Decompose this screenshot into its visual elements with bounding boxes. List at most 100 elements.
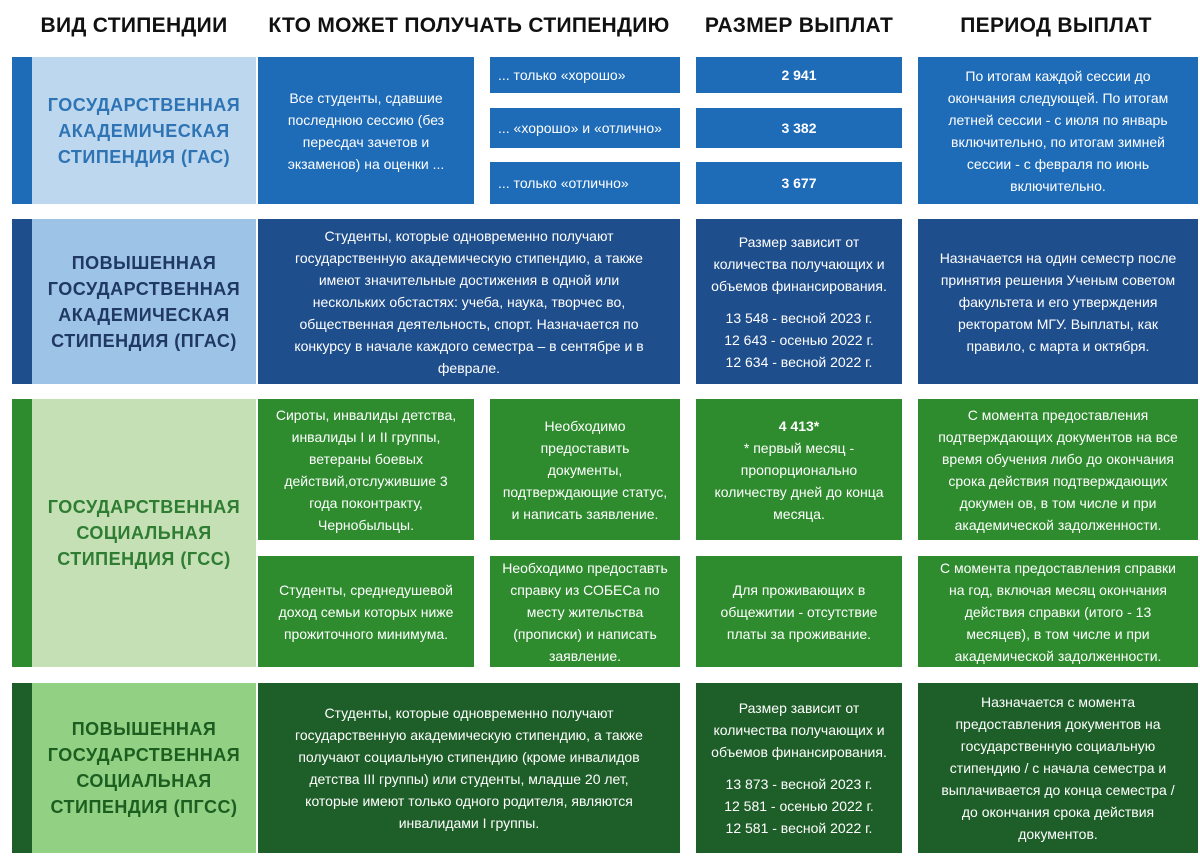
text-line: месяцев), в том числе и при xyxy=(966,625,1150,642)
text-line: количества получающих и xyxy=(713,255,885,272)
text-line: Размер зависит от xyxy=(738,233,860,250)
text-line: месяца. xyxy=(773,505,825,522)
text-line: академической задолженности. xyxy=(954,647,1162,664)
text-line: последнюю сессию (без xyxy=(287,111,445,128)
amount-value: 12 643 - осенью 2022 г. xyxy=(724,331,874,348)
pgas-amount: Размер зависит от количества получающих … xyxy=(696,219,902,384)
pgas-label-line: СТИПЕНДИЯ (ПГАС) xyxy=(51,330,237,351)
text-line: инвалиды I и II группы, xyxy=(291,428,441,445)
text-line: академической задолженности. xyxy=(954,516,1162,533)
grade-text: ... только «отлично» xyxy=(498,175,629,191)
pgss-label-line: ПОВЫШЕННАЯ xyxy=(71,719,217,739)
gss-row2-who: Студенты, среднедушевой доход семьи кото… xyxy=(258,556,474,667)
text-line: Размер зависит от xyxy=(738,700,860,716)
gss-label-line: ГОСУДАРСТВЕННАЯ xyxy=(47,497,241,517)
gss-row1-docs: Необходимо предоставить документы, подтв… xyxy=(490,399,680,540)
text-line: действия справки (итого - 13 xyxy=(964,603,1152,620)
gss-label-line: СОЦИАЛЬНАЯ xyxy=(76,523,212,543)
text-line: детства III группы) или студенты, младше… xyxy=(309,771,629,787)
text-line: Для проживающих в xyxy=(732,581,866,598)
text-line: включительно. xyxy=(1010,177,1106,194)
text-line: экзаменов) на оценки ... xyxy=(287,155,445,172)
text-line: заявление. xyxy=(548,647,622,664)
text-line: Необходимо предоставть xyxy=(502,559,668,576)
text-line: Сироты, инвалиды детства, xyxy=(275,406,457,423)
text-line: срока действия подтверждающих xyxy=(948,472,1168,489)
gss-row1-period: С момента предоставления подтверждающих … xyxy=(918,399,1198,540)
amount-value: 13 873 - весной 2023 г. xyxy=(725,776,873,792)
text-line: Назначается с момента xyxy=(981,694,1135,710)
pgss-label: ПОВЫШЕННАЯ ГОСУДАРСТВЕННАЯ СОЦИАЛЬНАЯ СТ… xyxy=(32,683,256,853)
amount-value: 13 548 - весной 2023 г. xyxy=(725,309,873,326)
amount-value: 4 413* xyxy=(778,417,820,434)
grade-text: ... «хорошо» и «отлично» xyxy=(498,120,662,136)
text-line: правило, с марта и октября. xyxy=(966,337,1150,354)
header-period: ПЕРИОД ВЫПЛАТ xyxy=(960,14,1152,37)
text-line: время обучения либо до окончания xyxy=(941,450,1175,467)
pgss-amount: Размер зависит от количества получающих … xyxy=(696,683,902,853)
text-line: докумен ов, в том числе и при xyxy=(959,494,1157,511)
text-line: получают социальную стипендию (кроме инв… xyxy=(298,749,640,765)
text-line: до окончания срока действия xyxy=(961,804,1155,820)
text-line: нескольких обстастях: учеба, наука, твор… xyxy=(312,293,626,310)
gss-row2-period: С момента предоставления справки на год,… xyxy=(918,556,1198,667)
pgas-who: Студенты, которые одновременно получают … xyxy=(258,219,680,384)
text-line: пересдач зачетов и xyxy=(302,133,430,150)
text-line: платы за проживание. xyxy=(726,625,872,642)
text-line: окончания следующей. По итогам xyxy=(947,89,1169,106)
text-line: и написать заявление. xyxy=(511,505,659,522)
text-line: ректоратом МГУ. Выплаты, как xyxy=(958,315,1158,332)
amount-value: 12 581 - весной 2022 г. xyxy=(725,820,873,836)
text-line: сессии - с февраля по июнь xyxy=(966,155,1150,172)
pgss-label-line: СТИПЕНДИЯ (ПГСС) xyxy=(50,797,238,817)
gas-option-2: ... «хорошо» и «отлично» xyxy=(490,108,680,148)
text-line: конкурсу в начале каждого семестра – в с… xyxy=(294,337,644,354)
gas-who: Все студенты, сдавшие последнюю сессию (… xyxy=(258,57,474,204)
text-line: принятия решения Ученым советом xyxy=(940,271,1176,288)
pgas-strip xyxy=(12,219,32,384)
text-line: которые имеют только одного родителя, яв… xyxy=(305,793,633,809)
pgss-label-line: ГОСУДАРСТВЕННАЯ xyxy=(47,745,241,765)
gss-strip xyxy=(12,399,32,667)
pgas-period: Назначается на один семестр после принят… xyxy=(918,219,1198,384)
text-line: предоставления документов на xyxy=(955,716,1161,732)
text-line: Необходимо xyxy=(544,417,626,434)
text-line: предоставить xyxy=(540,439,630,456)
text-line: С момента предоставления справки xyxy=(940,559,1176,576)
text-line: Студенты, среднедушевой xyxy=(279,581,453,598)
text-line: феврале. xyxy=(437,359,501,376)
text-line: справку из СОБЕСа по xyxy=(510,581,660,598)
pgas-label-line: АКАДЕМИЧЕСКАЯ xyxy=(58,304,230,325)
grade-text: ... только «хорошо» xyxy=(498,67,626,83)
text-line: государственную социальную xyxy=(960,738,1156,754)
gas-strip xyxy=(12,57,32,204)
amount-value: 3 382 xyxy=(781,120,817,136)
text-line: стипендию / с начала семестра и xyxy=(949,760,1167,776)
text-line: ветераны боевых xyxy=(309,450,423,467)
text-line: инвалидами I группы. xyxy=(398,815,540,831)
gas-amount-1: 2 941 xyxy=(696,57,902,93)
pgss-label-line: СОЦИАЛЬНАЯ xyxy=(76,771,212,791)
gss-label: ГОСУДАРСТВЕННАЯ СОЦИАЛЬНАЯ СТИПЕНДИЯ (ГС… xyxy=(32,399,256,667)
text-line: общежитии - отсутствие xyxy=(720,603,878,620)
amount-value: 12 581 - осенью 2022 г. xyxy=(724,798,874,814)
text-line: выплачивается до конца семестра / xyxy=(941,782,1175,798)
gas-label: ГОСУДАРСТВЕННАЯ АКАДЕМИЧЕСКАЯ СТИПЕНДИЯ … xyxy=(32,57,256,204)
text-line: имеют значительные достижения в одной ил… xyxy=(318,271,620,288)
text-line: объемов финансирования. xyxy=(711,277,887,294)
text-line: общественная деятельность, спорт. Назнач… xyxy=(299,315,639,332)
text-line: доход семьи которых ниже xyxy=(278,603,454,620)
gas-option-1: ... только «хорошо» xyxy=(490,57,680,93)
text-line: Чернобыльцы. xyxy=(318,516,414,533)
header-amount: РАЗМЕР ВЫПЛАТ xyxy=(704,14,894,37)
gas-option-3: ... только «отлично» xyxy=(490,162,680,204)
pgas-label-line: ПОВЫШЕННАЯ xyxy=(71,252,217,273)
text-line: С момента предоставления xyxy=(967,406,1149,423)
text-line: действий,отслужившие 3 xyxy=(284,472,448,489)
gas-label-line: СТИПЕНДИЯ (ГАС) xyxy=(57,146,231,167)
text-line: факультета и его утверждения xyxy=(958,293,1158,310)
text-line: года поконтракту, xyxy=(309,494,423,511)
gss-row2-amount: Для проживающих в общежитии - отсутствие… xyxy=(696,556,902,667)
amount-value: 12 634 - весной 2022 г. xyxy=(725,353,873,370)
gss-row2-docs: Необходимо предоставть справку из СОБЕСа… xyxy=(490,556,680,667)
